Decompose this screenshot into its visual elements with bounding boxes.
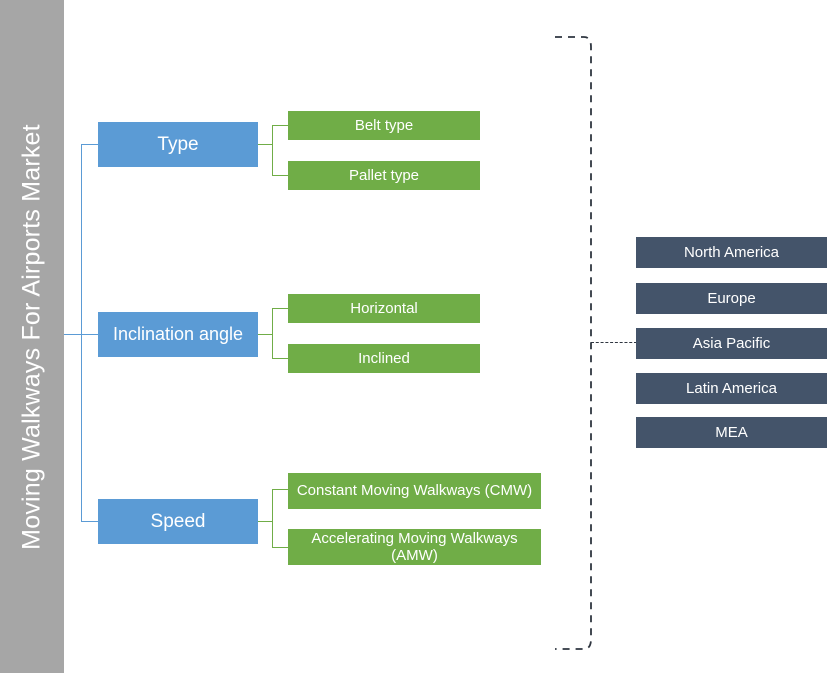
branch-line-speed [81,521,99,522]
connector-speed-amw [272,547,289,548]
subsegment-box-accelerating-moving-walkways[interactable]: Accelerating Moving Walkways (AMW) [288,529,541,565]
page-title: Moving Walkways For Airports Market [17,123,46,550]
connector-inclination-stem [258,334,273,335]
connector-type-pallet [272,175,289,176]
trunk-vertical-line [81,144,82,522]
connector-speed-cmw [272,489,289,490]
region-box-europe[interactable]: Europe [636,283,827,314]
connector-inclination-vertical [272,308,273,358]
subsegment-box-belt-type[interactable]: Belt type [288,111,480,140]
subsegment-box-constant-moving-walkways[interactable]: Constant Moving Walkways (CMW) [288,473,541,509]
connector-type-belt [272,125,289,126]
region-box-asia-pacific[interactable]: Asia Pacific [636,328,827,359]
trunk-root-connector [64,334,82,335]
branch-line-type [81,144,99,145]
connector-type-stem [258,144,273,145]
connector-inclination-inclined [272,358,289,359]
segment-box-type[interactable]: Type [98,122,258,167]
segment-box-speed[interactable]: Speed [98,499,258,544]
region-bracket-icon [555,36,592,650]
region-bracket-connector [591,342,637,343]
subsegment-box-horizontal[interactable]: Horizontal [288,294,480,323]
segment-box-inclination-angle[interactable]: Inclination angle [98,312,258,357]
subsegment-box-pallet-type[interactable]: Pallet type [288,161,480,190]
market-title-bar: Moving Walkways For Airports Market [0,0,64,673]
subsegment-box-inclined[interactable]: Inclined [288,344,480,373]
connector-speed-stem [258,521,273,522]
region-box-mea[interactable]: MEA [636,417,827,448]
connector-speed-vertical [272,489,273,547]
connector-type-vertical [272,125,273,175]
branch-line-inclination-angle [81,334,99,335]
connector-inclination-horizontal [272,308,289,309]
region-box-latin-america[interactable]: Latin America [636,373,827,404]
region-box-north-america[interactable]: North America [636,237,827,268]
